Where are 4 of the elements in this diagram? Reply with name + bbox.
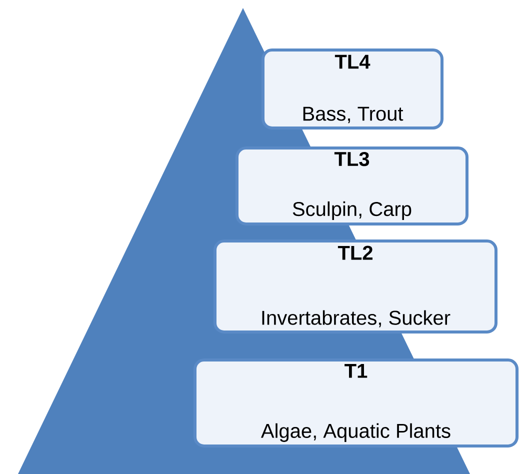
level-box: TL4 Bass, Trout — [262, 48, 444, 130]
level-box: TL2 Invertabrates, Sucker — [214, 240, 498, 334]
level-box: TL3 Sculpin, Carp — [236, 146, 468, 226]
level-box: T1 Algae, Aquatic Plants — [194, 358, 518, 448]
